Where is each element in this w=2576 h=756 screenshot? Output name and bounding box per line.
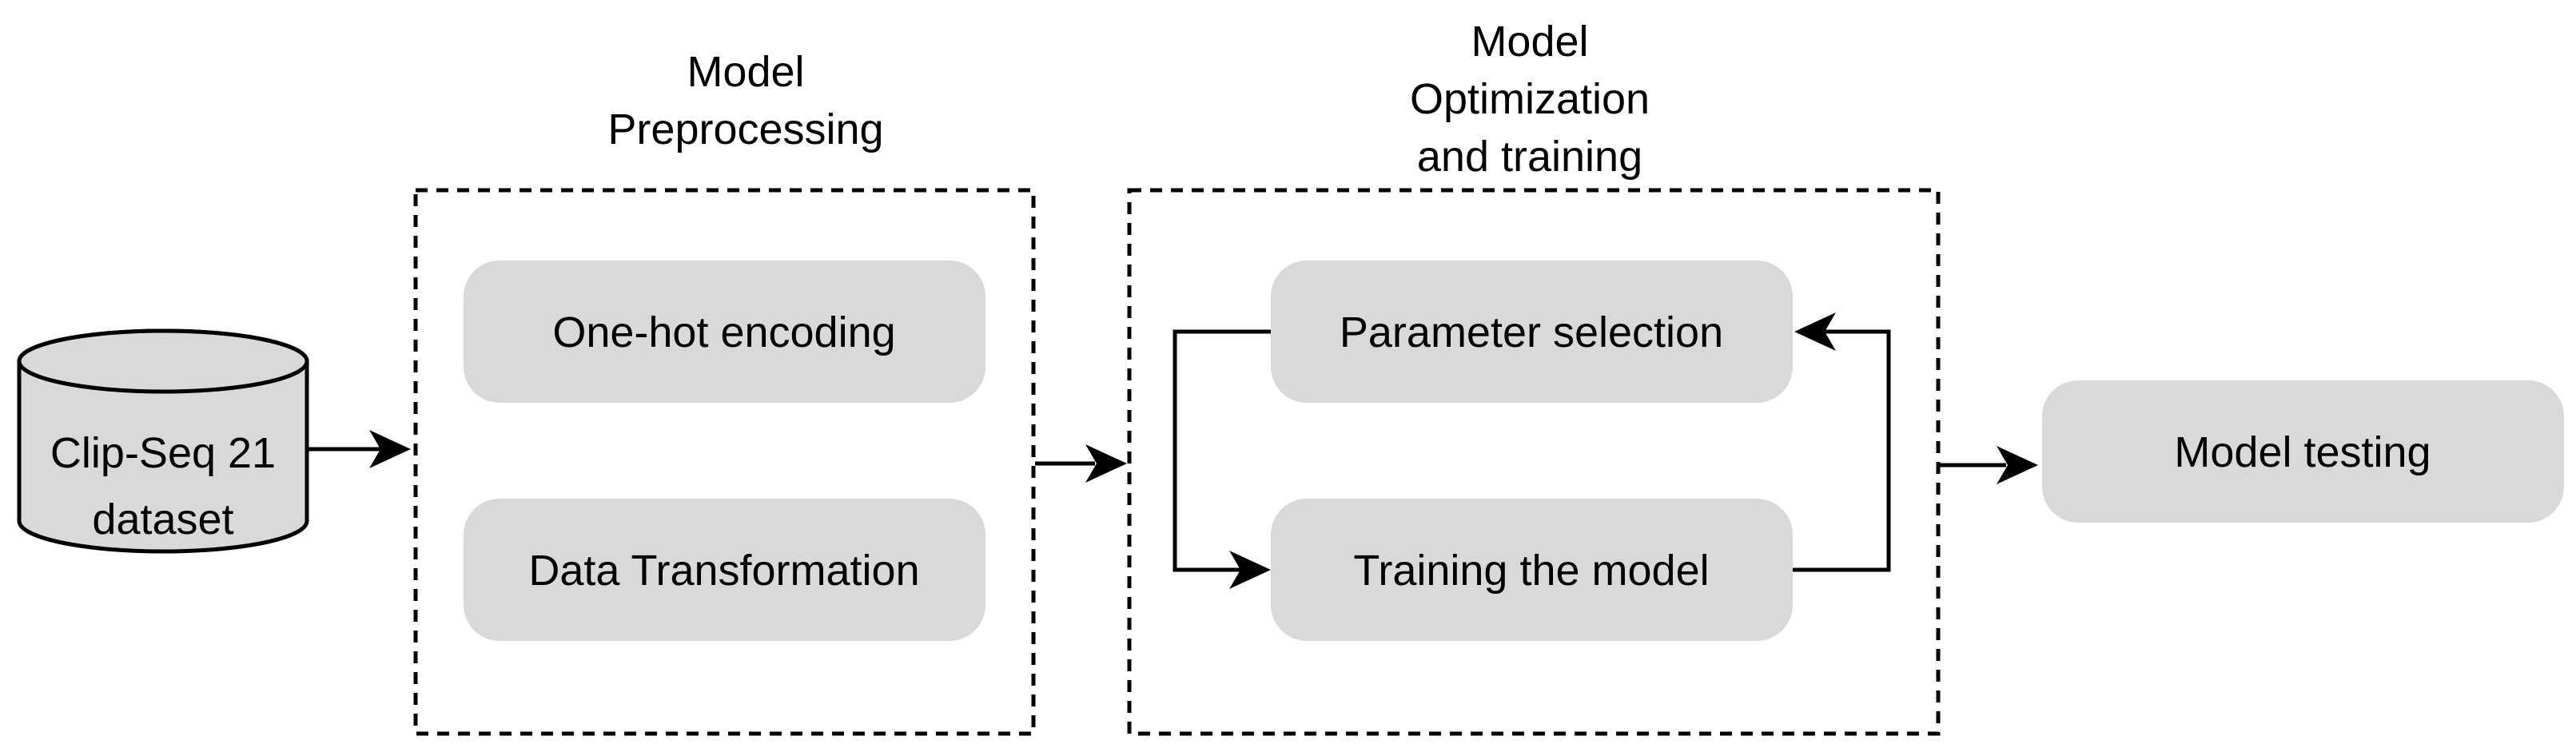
parameter-selection-box [1271,261,1793,403]
optimization-title-line1: Model [1471,18,1588,66]
database-top-ellipse [17,328,309,394]
loop-connector-left [1173,329,1271,572]
one-hot-encoding-box [464,261,985,403]
model-testing-box [2042,380,2564,523]
arrowhead-preprocessing [1085,444,1127,483]
preprocessing-title-line1: Model [687,48,804,96]
testing-node: Model testing [2042,380,2564,523]
arrowhead-optimization [1997,446,2038,484]
optimization-title-line3: and training [1417,133,1642,181]
training-model-box [1271,499,1793,641]
dataset-label-line2: dataset [92,495,233,543]
dataset-label-line1: Clip-Seq 21 [50,429,276,477]
model-testing-label: Model testing [2174,428,2431,476]
dataset-node: Clip-Seq 21 dataset [17,328,309,554]
loop-connector-right [1793,329,1891,572]
preprocessing-title-line2: Preprocessing [607,105,883,153]
optimization-title-line2: Optimization [1410,75,1650,123]
parameter-selection-label: Parameter selection [1340,308,1723,356]
loop-arrowhead-right [1794,312,1836,351]
data-transformation-box [464,499,985,641]
arrowhead-dataset [369,430,411,468]
optimization-frame [1127,188,1941,736]
loop-arrowhead-left [1229,551,1271,589]
optimization-group: Model Optimization and training Paramete… [1127,18,1941,736]
data-transformation-label: Data Transformation [528,547,919,595]
one-hot-encoding-label: One-hot encoding [552,308,895,356]
training-model-label: Training the model [1353,547,1709,595]
preprocessing-group: Model Preprocessing One-hot encoding Dat… [413,48,1036,736]
